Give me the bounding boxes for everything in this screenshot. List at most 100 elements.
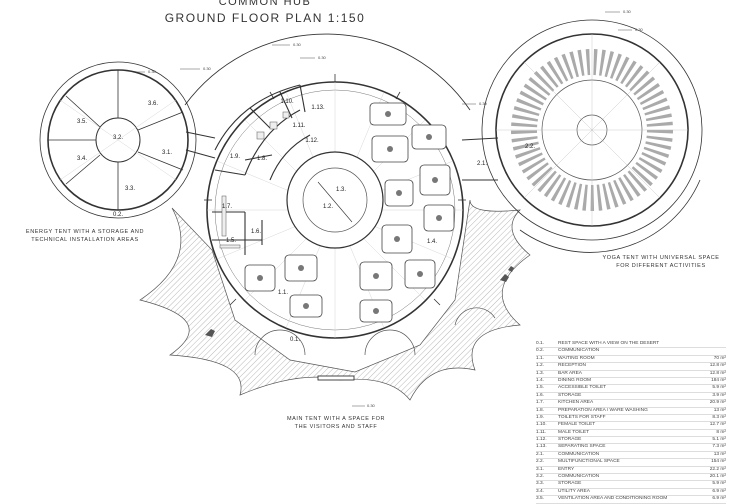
caption-line: TECHNICAL INSTALLATION AREAS xyxy=(31,237,139,243)
legend-desc: TOILETS FOR STAFF xyxy=(558,414,606,420)
dimension-label: 0.30 xyxy=(148,69,157,74)
dimension-label: 0.30 xyxy=(367,403,376,408)
legend-desc: KITCHEN AREA xyxy=(558,400,594,406)
plan-title-top: COMMON HUB xyxy=(218,0,312,8)
room-label: 0.2. xyxy=(113,212,123,218)
legend-num: 1.1. xyxy=(536,355,545,361)
table-centres xyxy=(257,111,442,314)
room-label: 1.1. xyxy=(278,290,288,296)
energy-tent-partitions xyxy=(48,70,184,210)
room-label: 3.5. xyxy=(77,119,87,125)
room-label: 0.1. xyxy=(290,337,300,343)
dimension-label: 0.30 xyxy=(623,9,632,14)
room-label: 1.2. xyxy=(323,204,333,210)
caption-line: ENERGY TENT WITH A STORAGE AND xyxy=(25,229,145,235)
room-label: 1.11. xyxy=(293,123,306,129)
floor-plan-drawing: 0.30 0.30 0.30 0.30 0.30 0.30 0.30 0.30 xyxy=(39,9,703,408)
room-legend: 0.1.REST SPACE WITH A VIEW ON THE DESERT… xyxy=(536,341,726,504)
legend-desc: STORAGE xyxy=(558,437,582,443)
legend-area: 5.9 m² xyxy=(712,385,726,391)
legend-desc: FEMALE TOILET xyxy=(558,422,596,428)
legend-desc: BAR AREA xyxy=(558,370,582,376)
legend-area: 154 m² xyxy=(711,459,726,465)
energy-main-connector xyxy=(185,131,216,159)
legend-desc: ACCESSIBLE TOILET xyxy=(558,385,607,391)
legend-area: 6.9 m² xyxy=(712,488,726,494)
legend-desc: WAITING ROOM xyxy=(558,355,595,361)
legend-row: 1.5. ACCESSIBLE TOILET 5.9 m² xyxy=(536,385,726,393)
bar-counter-diagonal xyxy=(317,181,353,223)
legend-desc: SEPARATING SPACE xyxy=(558,444,606,450)
legend-num: 3.5. xyxy=(536,496,545,502)
legend-num: 0.2. xyxy=(536,348,545,354)
room-label: 1.3. xyxy=(336,187,346,193)
legend-desc: STORAGE xyxy=(558,481,582,487)
room-label: 1.12. xyxy=(305,138,319,144)
bar-counter-ring xyxy=(286,151,384,249)
legend-row: 1.2. RECEPTION 12.8 m² xyxy=(536,363,726,371)
yoga-tent-outer-ring xyxy=(481,19,703,241)
energy-tent-outer-ring xyxy=(39,61,197,219)
legend-num: 1.12. xyxy=(536,437,547,443)
legend-area: 12.8 m² xyxy=(709,363,726,369)
rest-space-arcs xyxy=(254,307,496,356)
legend-num: 1.6. xyxy=(536,392,545,398)
dimension-label: 0.30 xyxy=(203,66,212,71)
room-label: 1.7. xyxy=(222,204,232,210)
main-tent-outer-arc xyxy=(184,33,471,111)
legend-num: 1.7. xyxy=(536,400,545,406)
caption-line: MAIN TENT WITH A SPACE FOR xyxy=(286,416,386,422)
room-label: 1.8. xyxy=(257,156,267,162)
legend-area xyxy=(702,341,726,347)
legend-row: 0.2.COMMUNICATION xyxy=(536,348,726,356)
legend-area: 6.9 m² xyxy=(712,496,726,502)
dimension-label: 0.30 xyxy=(318,55,327,60)
main-entrance xyxy=(317,375,355,381)
main-tent-membrane xyxy=(139,199,531,401)
legend-num: 1.8. xyxy=(536,407,545,413)
legend-num: 1.5. xyxy=(536,385,545,391)
legend-desc: RECEPTION xyxy=(558,363,586,369)
legend-num: 1.2. xyxy=(536,363,545,369)
plan-title: GROUND FLOOR PLAN 1:150 xyxy=(164,11,366,25)
room-label: 1.10. xyxy=(280,99,294,105)
room-label: 1.5. xyxy=(226,238,236,244)
legend-desc: STORAGE xyxy=(558,392,582,398)
legend-row: 1.8. PREPARATION AREA / WARE WASHING 13 m² xyxy=(536,408,726,415)
service-wing-walls xyxy=(212,84,311,255)
legend-num: 1.4. xyxy=(536,377,545,383)
legend-num: 1.3. xyxy=(536,370,545,376)
legend-num: 1.11. xyxy=(536,429,547,435)
room-label: 3.2. xyxy=(113,135,123,141)
legend-area: 13 m² xyxy=(713,451,726,457)
yoga-outer-sweep-arc xyxy=(519,179,701,253)
main-tent-poles xyxy=(204,74,466,306)
room-label: 3.3. xyxy=(125,186,135,192)
legend-row: 0.1.REST SPACE WITH A VIEW ON THE DESERT xyxy=(536,341,726,349)
legend-num: 2.1. xyxy=(536,451,545,457)
legend-num: 3.1. xyxy=(536,466,545,472)
legend-desc: COMMUNICATION xyxy=(558,474,600,480)
legend-desc: PREPARATION AREA / WARE WASHING xyxy=(558,407,648,413)
room-label: 3.6. xyxy=(148,101,158,107)
legend-num: 1.9. xyxy=(536,414,545,420)
room-labels: 3.5. 3.6. 3.2. 3.1. 3.4. 3.3. 0.2. 1.10.… xyxy=(77,99,535,343)
legend-desc: REST SPACE WITH A VIEW ON THE DESERT xyxy=(558,341,660,346)
legend-area: 13 m² xyxy=(713,407,726,413)
kitchen-counters xyxy=(219,111,290,249)
caption-line: THE VISITORS AND STAFF xyxy=(294,424,378,430)
legend-area: 184 m² xyxy=(711,377,726,383)
legend-area xyxy=(702,348,726,354)
legend-num: 1.13. xyxy=(536,444,547,450)
legend-desc: MULTIFUNCTIONAL SPACE xyxy=(558,459,620,465)
